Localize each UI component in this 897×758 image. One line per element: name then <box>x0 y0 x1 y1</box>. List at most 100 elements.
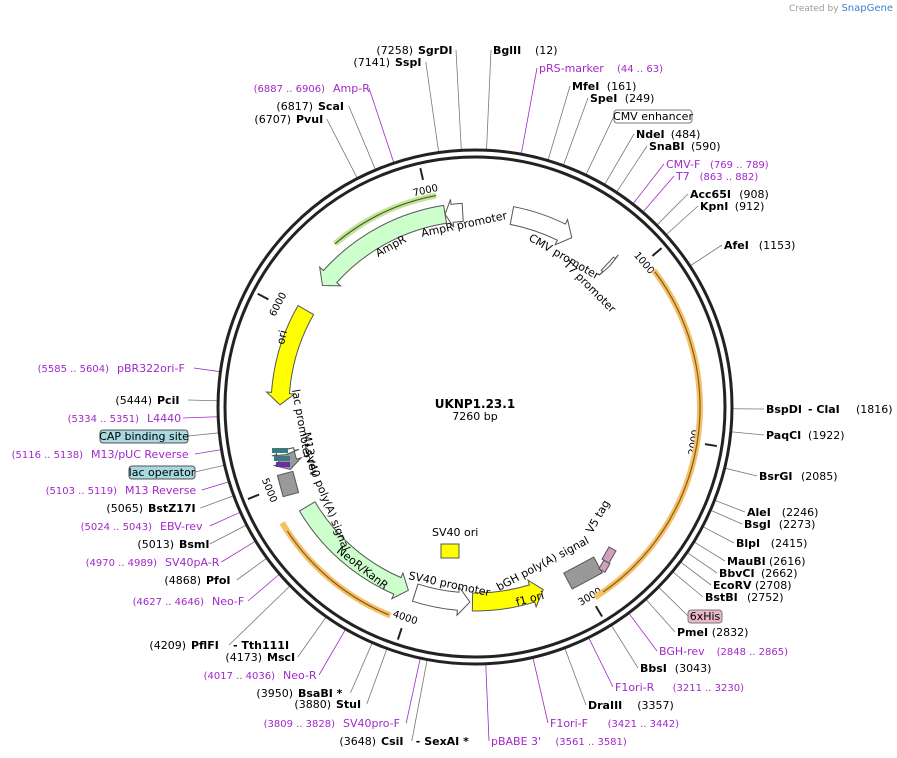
leader-line <box>657 193 689 225</box>
enzyme-name: Acc65I <box>690 188 731 201</box>
leader-line <box>425 61 439 152</box>
enzyme-name: SgrDI <box>418 44 452 57</box>
enzyme-position: (4173) <box>225 651 262 664</box>
enzyme-name: BsrGI <box>759 470 792 483</box>
enzyme-position: (6707) <box>254 113 291 126</box>
primer-name: BGH-rev <box>659 645 705 658</box>
leader-line <box>405 659 421 724</box>
primer-name: F1ori-R <box>615 681 655 694</box>
highlight-arc-core <box>286 530 389 616</box>
plasmid-center-label: UKNP1.23.1 7260 bp <box>435 397 515 423</box>
enzyme-name: BglII <box>493 44 521 57</box>
enzyme-name: PciI <box>157 394 179 407</box>
enzyme-position: (912) <box>735 200 765 213</box>
leader-line <box>326 118 358 178</box>
enzyme-name: BlpI <box>736 537 760 550</box>
ruler-tick <box>396 627 403 640</box>
leader-line <box>221 541 256 563</box>
leader-line <box>611 625 639 669</box>
feature-label: SV40 ori <box>432 526 478 539</box>
ruler-tick <box>247 493 260 500</box>
leader-line <box>703 526 735 544</box>
enzyme-position: (6817) <box>276 100 313 113</box>
primer-name: M13 Reverse <box>125 484 196 497</box>
ruler-tick <box>594 605 603 617</box>
leader-line <box>236 558 267 581</box>
feature-arrow-neor-kanr <box>298 501 409 600</box>
primer-name: pBABE 3' <box>491 735 541 748</box>
primer-range: (5103 .. 5119) <box>46 486 118 497</box>
primer-name: Neo-R <box>283 669 317 682</box>
feature-label: ori <box>274 329 290 346</box>
enzyme-position: (1816) <box>856 403 893 416</box>
enzyme-position: (2246) <box>782 506 819 519</box>
enzyme-position: (2662) <box>761 567 798 580</box>
leader-line <box>585 115 615 175</box>
primer-range: (5585 .. 5604) <box>38 364 110 375</box>
leader-line <box>711 510 743 525</box>
primer-name: EBV-rev <box>160 520 203 533</box>
leader-line <box>350 643 373 694</box>
leader-line <box>731 431 765 436</box>
enzyme-position: (5444) <box>115 394 152 407</box>
backbone-inner-circle <box>223 155 727 659</box>
feature-arrow-t7-promoter <box>598 254 619 276</box>
leader-line <box>715 500 746 513</box>
snapgene-credit: Created by SnapGene <box>789 3 893 14</box>
leader-line <box>628 613 658 652</box>
snapgene-brand: SnapGene <box>841 3 893 14</box>
primer-name: SV40pro-F <box>343 717 400 730</box>
enzyme-position: (1922) <box>808 429 845 442</box>
boxed-feature <box>687 609 723 624</box>
enzyme-position: (2616) <box>769 555 806 568</box>
leader-line <box>368 87 395 163</box>
primer-range: (769 .. 789) <box>710 160 769 171</box>
boxed-feature-label: CAP binding site <box>99 430 189 443</box>
enzyme-labels: SgrDI(7258)BglII(12)SspI(7141)MfeI(161)S… <box>106 44 892 748</box>
primer-name: SV40pA-R <box>165 556 220 569</box>
leader-line <box>532 658 549 724</box>
leader-line <box>486 49 492 150</box>
enzyme-name: MscI <box>267 651 295 664</box>
enzyme-name-extra: - SexAI * <box>416 735 469 748</box>
enzyme-name: MauBI <box>727 555 766 568</box>
leader-line <box>680 562 712 586</box>
primer-name: T7 <box>675 170 690 183</box>
leader-line <box>194 464 224 473</box>
feature-arrow-ampr <box>318 204 448 287</box>
leader-line <box>209 512 240 527</box>
enzyme-position: (7141) <box>353 56 390 69</box>
backbone-outer-circle <box>216 148 734 666</box>
leader-line <box>247 574 280 602</box>
enzyme-position: (4209) <box>149 639 186 652</box>
leader-line <box>366 649 388 705</box>
leader-line <box>521 67 538 154</box>
enzyme-name: PmeI <box>677 626 708 639</box>
primer-range: (2848 .. 2865) <box>717 647 789 658</box>
leader-line <box>604 133 635 185</box>
enzyme-position: (2752) <box>747 591 784 604</box>
leader-line <box>297 617 327 658</box>
sv40-ori-box <box>440 543 460 559</box>
primer-range: (5334 .. 5351) <box>68 414 140 425</box>
enzyme-name: PflFI <box>191 639 219 652</box>
enzyme-name: BbvCI <box>719 567 755 580</box>
enzyme-position: (161) <box>607 80 637 93</box>
ruler-label: 6000 <box>268 291 290 319</box>
ruler-tick <box>257 292 269 301</box>
boxed-feature <box>99 429 189 444</box>
leader-line <box>200 495 233 509</box>
leader-line <box>643 175 675 212</box>
credit-prefix: Created by <box>789 4 839 14</box>
ruler-tick <box>704 443 718 448</box>
leader-line <box>672 571 704 598</box>
enzyme-position: (2415) <box>771 537 808 550</box>
leader-line <box>194 449 221 455</box>
sv40-polya-box <box>276 470 300 498</box>
enzyme-name: StuI <box>336 698 361 711</box>
leader-line <box>455 49 462 150</box>
leader-line <box>690 244 723 266</box>
leader-line <box>318 629 346 676</box>
